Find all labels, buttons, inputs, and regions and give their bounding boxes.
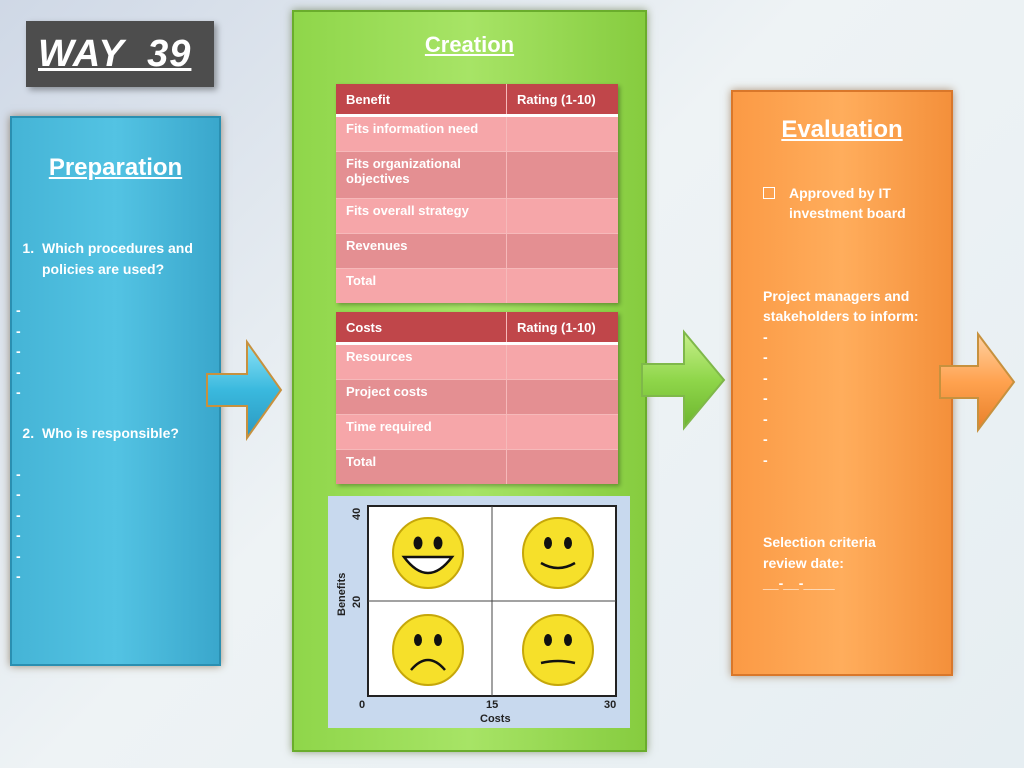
table-row: Revenues (336, 233, 618, 269)
arrow-right-icon (641, 329, 726, 431)
cost-cell: Project costs (336, 379, 507, 415)
preparation-panel: Preparation Which procedures and policie… (10, 116, 221, 666)
dash-item: - (763, 390, 768, 406)
cost-cell: Time required (336, 414, 507, 450)
sad-face-icon (392, 614, 464, 686)
cost-table: Costs Rating (1-10) Resources Project co… (336, 312, 618, 484)
dash-item: - (763, 369, 768, 386)
dash-item: - (16, 465, 21, 482)
table-row: Fits organizational objectives (336, 151, 618, 199)
dash-item: - (763, 349, 768, 365)
creation-panel: Creation Benefit Rating (1-10) Fits info… (292, 10, 647, 752)
smile-face-icon (522, 517, 594, 589)
dash-item: - (763, 451, 768, 468)
dash-item: - (16, 363, 21, 380)
rating-cell (506, 379, 618, 415)
table-row: Total (336, 449, 618, 484)
rating-cell (506, 343, 618, 380)
x-axis-label: Costs (480, 713, 511, 725)
cost-header: Costs (336, 312, 507, 345)
table-row: Time required (336, 414, 618, 450)
benefit-table: Benefit Rating (1-10) Fits information n… (336, 84, 618, 303)
rating-cell (506, 414, 618, 450)
y-axis-label: Benefits (336, 573, 348, 616)
approval-text: Approved by IT investment board (789, 184, 906, 222)
x-tick-0: 0 (359, 699, 365, 711)
approval-item: Approved by IT investment board (763, 183, 913, 224)
table-row: Project costs (336, 379, 618, 415)
cost-cell: Total (336, 449, 507, 484)
evaluation-heading: Evaluation (781, 116, 903, 143)
rating-cell (506, 233, 618, 269)
table-row: Total (336, 268, 618, 303)
dash-item: - (763, 410, 768, 427)
big-smile-face-icon (392, 517, 464, 589)
table-row: Fits information need (336, 115, 618, 152)
x-tick-15: 15 (486, 699, 498, 711)
neutral-face-icon (522, 614, 594, 686)
inform-label: Project managers and stakeholders to inf… (763, 287, 919, 325)
benefit-cell: Fits organizational objectives (336, 151, 507, 199)
rating-cell (506, 151, 618, 199)
y-tick-20: 20 (351, 596, 363, 608)
responsible-dash-list: - - - - - - (12, 464, 219, 587)
dash-item: - (763, 328, 768, 345)
matrix-svg: 0 15 30 Costs 20 40 Benefits (336, 505, 617, 725)
dash-item: - (16, 506, 21, 523)
dash-item: - (16, 568, 21, 584)
dash-item: - (16, 486, 21, 502)
procedures-dash-list: - - - - - (12, 300, 219, 403)
table-row: Fits overall strategy (336, 198, 618, 234)
rating-cell (506, 268, 618, 303)
y-tick-40: 40 (351, 508, 363, 520)
rating-cell (506, 449, 618, 484)
dash-item: - (16, 547, 21, 564)
review-date-label: Selection criteria review date: (763, 534, 876, 571)
benefit-header: Benefit (336, 84, 507, 117)
arrow-right-icon (939, 331, 1016, 433)
dash-item: - (16, 527, 21, 543)
benefit-cell: Revenues (336, 233, 507, 269)
rating-cell (506, 198, 618, 234)
arrow-right-icon (206, 338, 283, 442)
benefit-cell: Total (336, 268, 507, 303)
checkbox-icon (763, 186, 775, 199)
cost-rating-header: Rating (1-10) (506, 312, 618, 345)
cost-header-row: Costs Rating (1-10) (336, 312, 618, 345)
benefit-cell: Fits information need (336, 115, 507, 152)
x-tick-30: 30 (604, 699, 616, 711)
dash-item: - (16, 302, 21, 318)
creation-heading: Creation (424, 32, 515, 57)
dash-item: - (16, 384, 21, 400)
preparation-heading: Preparation (48, 154, 183, 181)
dash-item: - (763, 431, 768, 447)
inform-dash-list: - - - - - - - (763, 327, 951, 471)
benefit-cell: Fits overall strategy (336, 198, 507, 234)
dash-item: - (16, 322, 21, 339)
benefit-rating-header: Rating (1-10) (506, 84, 618, 117)
rating-cell (506, 115, 618, 152)
table-row: Resources (336, 343, 618, 380)
evaluation-panel: Evaluation Approved by IT investment boa… (731, 90, 953, 676)
question-procedures: Which procedures and policies are used? … (16, 238, 219, 403)
slide-title: WAY 39 (38, 32, 192, 75)
slide-title-box: WAY 39 (26, 21, 214, 87)
question-responsible: Who is responsible? - - - - - - (16, 423, 219, 587)
cost-benefit-matrix: 0 15 30 Costs 20 40 Benefits (328, 496, 630, 728)
preparation-list: Which procedures and policies are used? … (12, 238, 219, 587)
review-date-value[interactable]: __-__-____ (763, 575, 835, 591)
benefit-header-row: Benefit Rating (1-10) (336, 84, 618, 117)
cost-cell: Resources (336, 343, 507, 380)
dash-item: - (16, 343, 21, 359)
